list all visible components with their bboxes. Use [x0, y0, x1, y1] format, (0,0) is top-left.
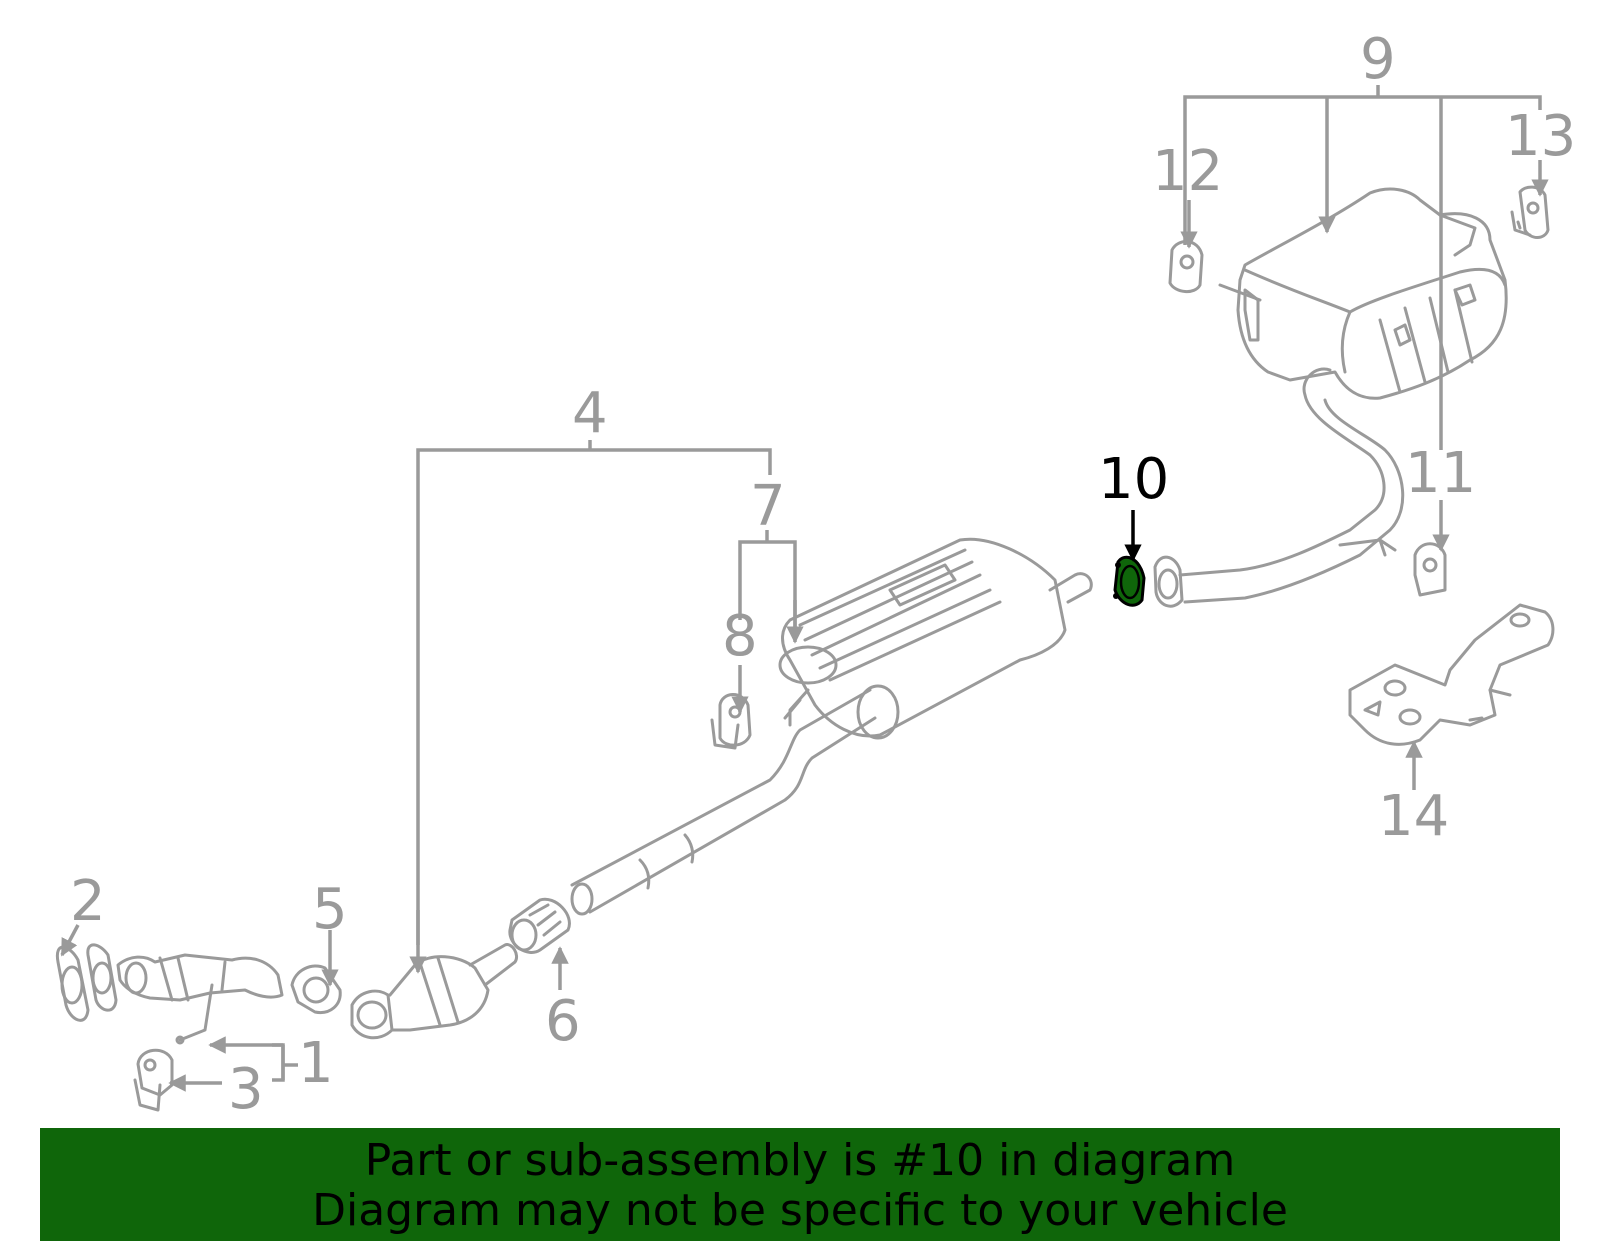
middle-pipe [570, 688, 877, 916]
part-12-hanger[interactable] [1168, 240, 1204, 293]
callout-7: 7 [750, 474, 786, 539]
callout-10: 10 [1098, 447, 1169, 512]
callout-8: 8 [722, 604, 758, 669]
callout-9: 9 [1360, 27, 1396, 92]
part-2-gasket[interactable] [55, 945, 90, 1022]
part-10-gasket[interactable] [1113, 555, 1146, 607]
callout-6: 6 [545, 989, 581, 1054]
part-11-hanger[interactable] [1413, 542, 1447, 597]
part-5-gasket[interactable] [290, 964, 342, 1015]
part-4-catalytic-converter[interactable] [350, 943, 519, 1040]
banner-line-1: Part or sub-assembly is #10 in diagram [364, 1135, 1236, 1186]
part-13-hanger[interactable] [1510, 185, 1550, 239]
callout-numbers: 1 2 3 4 5 6 7 8 9 10 11 12 13 14 [70, 27, 1576, 1122]
info-banner: Part or sub-assembly is #10 in diagram D… [40, 1128, 1560, 1241]
part-7-resonator[interactable] [778, 537, 1093, 740]
callout-12: 12 [1152, 139, 1223, 204]
part-6-coupler[interactable] [508, 897, 571, 954]
part-8-hanger[interactable] [710, 693, 752, 750]
callout-2: 2 [70, 869, 106, 934]
callout-11: 11 [1405, 441, 1476, 506]
callout-3: 3 [228, 1057, 264, 1122]
part-9-rear-muffler[interactable] [1218, 187, 1508, 400]
leader-lines [60, 85, 1549, 1092]
part-14-bracket[interactable] [1348, 603, 1555, 746]
callout-1: 1 [298, 1031, 334, 1096]
callout-13: 13 [1505, 104, 1576, 169]
callout-14: 14 [1378, 784, 1449, 849]
callout-5: 5 [312, 877, 348, 942]
part-1-front-pipe[interactable] [86, 943, 284, 1045]
banner-line-2: Diagram may not be specific to your vehi… [312, 1185, 1288, 1236]
part-3-hanger[interactable] [133, 1048, 174, 1112]
tailpipe [1153, 367, 1405, 608]
callout-4: 4 [572, 381, 608, 446]
